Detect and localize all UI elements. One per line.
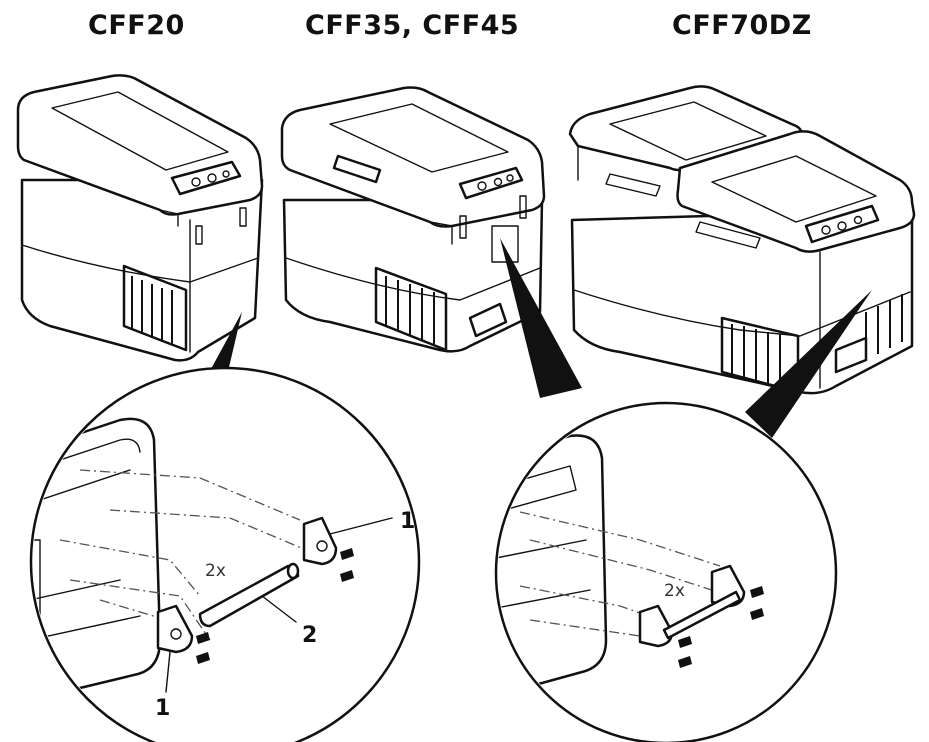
bracket-upper — [302, 516, 354, 582]
callout-bracket-upper: 1 — [400, 509, 415, 534]
pointer-wedge-right — [745, 290, 872, 438]
pointer-wedge-left — [205, 312, 242, 380]
coolbox-cff20 — [16, 74, 264, 380]
callout-handle: 2 — [302, 623, 317, 648]
coolbox-cff70dz — [568, 85, 916, 438]
bracket-assembly-right — [638, 564, 764, 668]
pointer-wedge-middle — [500, 238, 582, 398]
handle-tube — [198, 562, 300, 628]
model-title-cff70dz: CFF70DZ — [672, 10, 812, 41]
quantity-right: 2x — [664, 581, 685, 601]
model-title-cff20: CFF20 — [88, 10, 185, 41]
vent-grille-cff20 — [122, 264, 188, 352]
bracket-lower — [156, 604, 210, 664]
model-title-cff35-cff45: CFF35, CFF45 — [305, 10, 520, 41]
coolbox-cff35-cff45 — [280, 86, 582, 398]
quantity-left: 2x — [205, 561, 226, 581]
callout-bracket-lower: 1 — [155, 696, 170, 721]
detail-circle-right — [494, 401, 838, 742]
vent-grille-cff35 — [374, 266, 448, 352]
detail-circle-left — [29, 366, 421, 742]
